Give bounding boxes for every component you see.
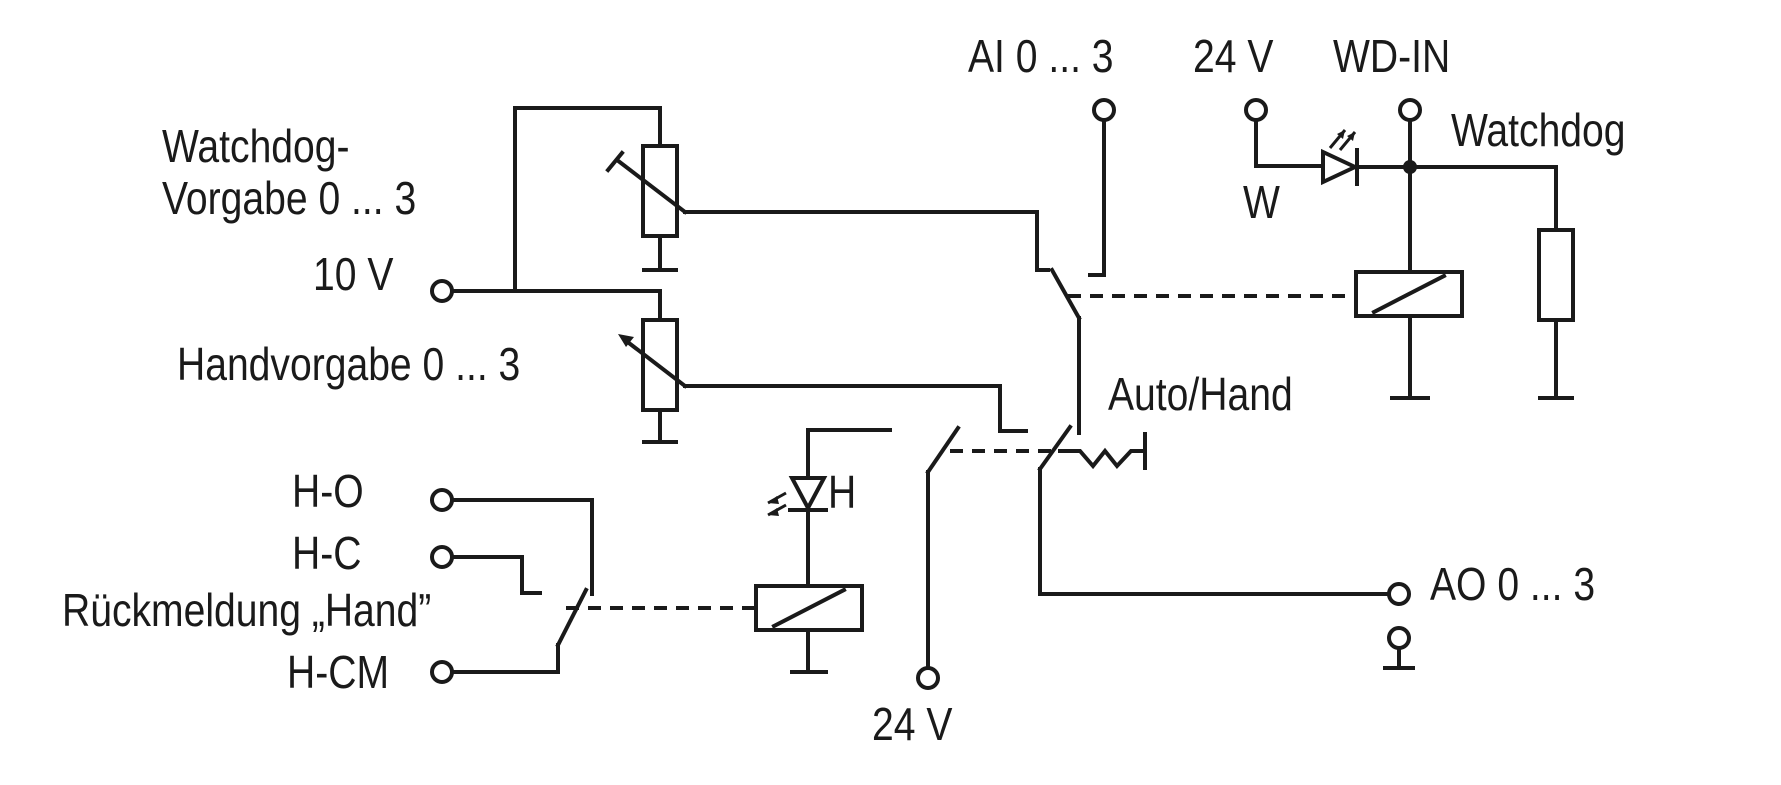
label-watchdog-vorgabe-line2: Vorgabe 0 ... 3 [162, 173, 416, 225]
label-auto-hand: Auto/Hand [1108, 369, 1293, 421]
watchdog-contact-blade [1049, 267, 1082, 321]
label-rueckmeldung-hand: Rückmeldung „Hand” [62, 585, 431, 637]
label-10v: 10 V [313, 249, 394, 301]
label-24v-top: 24 V [1193, 31, 1274, 83]
hand-pot-wiper [622, 337, 688, 389]
label-h: H [828, 467, 856, 519]
hand-pot-arrow-icon [618, 334, 634, 347]
hand-feedback-contact-blade [555, 587, 589, 648]
setpoint-section [430, 106, 1050, 444]
label-h-o: H-O [292, 466, 364, 518]
ai-wire [1088, 108, 1106, 277]
label-wd-in: WD-IN [1333, 31, 1450, 83]
watchdog-resistor-wire [1408, 165, 1558, 232]
watchdog-led-icon [1321, 129, 1412, 186]
label-watchdog-vorgabe-line1: Watchdog- [162, 121, 350, 173]
coil-slash [771, 587, 847, 629]
hand-feedback-section [430, 476, 864, 684]
label-w: W [1243, 177, 1281, 229]
watchdog-pot-supply-wire [513, 106, 662, 293]
label-ao-0-3: AO 0 ... 3 [1430, 559, 1595, 611]
ai-terminal [1092, 98, 1116, 122]
ao-ground-terminal [1387, 626, 1411, 650]
auto-hand-actuator [1058, 447, 1147, 470]
watchdog-section [1068, 98, 1575, 400]
switch-section [806, 267, 1415, 690]
labels: AI 0 ... 3 24 V WD-IN Watchdog W Watchdo… [62, 31, 1626, 751]
w-wire [1254, 108, 1325, 168]
wd-in-terminal [1398, 98, 1422, 122]
hand-contact-blade [925, 425, 961, 475]
label-h-cm: H-CM [287, 647, 389, 699]
label-24v-bottom: 24 V [872, 699, 953, 751]
label-ai-0-3: AI 0 ... 3 [968, 31, 1114, 83]
h-cm-terminal [430, 660, 454, 684]
supply-24v-top-terminal [1244, 98, 1268, 122]
ao-terminal [1387, 582, 1411, 606]
hand-led-feed-wire [806, 428, 892, 480]
watchdog-pot-adjust-mark [605, 150, 625, 173]
ao-output-wire [1038, 467, 1391, 596]
coil-slash [1371, 273, 1447, 315]
label-handvorgabe: Handvorgabe 0 ... 3 [177, 339, 520, 391]
h-o-wire [450, 498, 594, 596]
hand-pot-supply-wire [513, 289, 662, 322]
h-o-terminal [430, 488, 454, 512]
watchdog-pot-wiper [614, 157, 688, 215]
h-c-wire [450, 555, 542, 595]
label-h-c: H-C [292, 528, 361, 580]
ref-10v-terminal [430, 279, 454, 303]
hand-setpoint-wire [683, 384, 1028, 433]
watchdog-setpoint-wire [683, 210, 1050, 272]
h-cm-wire [450, 643, 560, 674]
supply-24v-bottom-terminal [916, 666, 940, 690]
label-watchdog: Watchdog [1451, 105, 1626, 157]
hand-led-icon [767, 476, 828, 517]
auto-hand-contact-blade [1037, 424, 1073, 472]
h-c-terminal [430, 545, 454, 569]
watchdog-resistor-icon [1537, 228, 1575, 322]
